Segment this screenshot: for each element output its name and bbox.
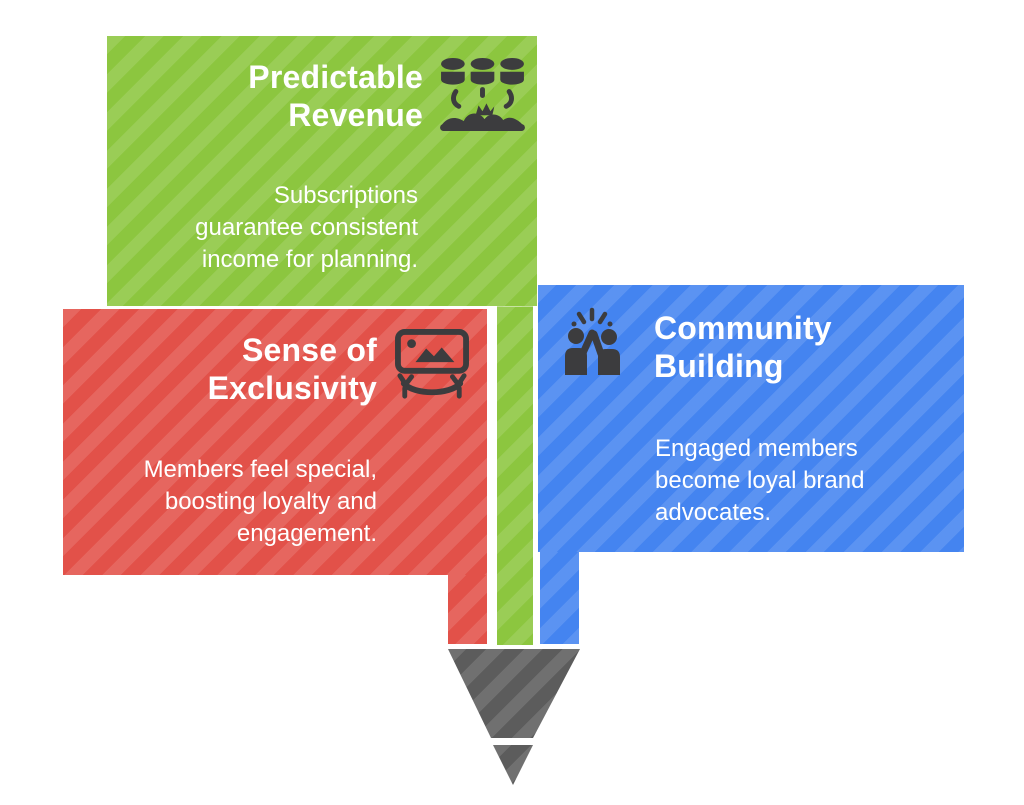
high-five-icon	[558, 307, 626, 375]
exclusive-exhibit-icon	[395, 329, 469, 401]
card-predictable-revenue: Predictable Revenue	[107, 36, 537, 306]
income-streams-icon	[438, 56, 527, 131]
exclusivity-card-tail	[448, 575, 487, 644]
community-card-tail	[540, 552, 579, 644]
card-description: Engaged members become loyal brand advoc…	[655, 435, 865, 526]
card-description: Subscriptions guarantee consistent incom…	[195, 182, 418, 273]
card-description: Members feel special, boosting loyalty a…	[143, 456, 377, 547]
revenue-card-tail	[497, 306, 533, 645]
card-title: Sense of Exclusivity	[207, 332, 377, 406]
card-title: Predictable Revenue	[248, 59, 423, 133]
card-sense-of-exclusivity: Sense of Exclusivity Members feel specia…	[63, 309, 487, 575]
card-community-building: Community Building Engaged members becom…	[538, 285, 964, 552]
pointer-cone	[448, 649, 580, 738]
card-header: Predictable Revenue	[107, 36, 537, 134]
card-header: Community Building	[538, 285, 964, 385]
card-header: Sense of Exclusivity	[63, 309, 487, 407]
card-title: Community Building	[654, 310, 832, 384]
pointer-tip	[493, 745, 533, 785]
